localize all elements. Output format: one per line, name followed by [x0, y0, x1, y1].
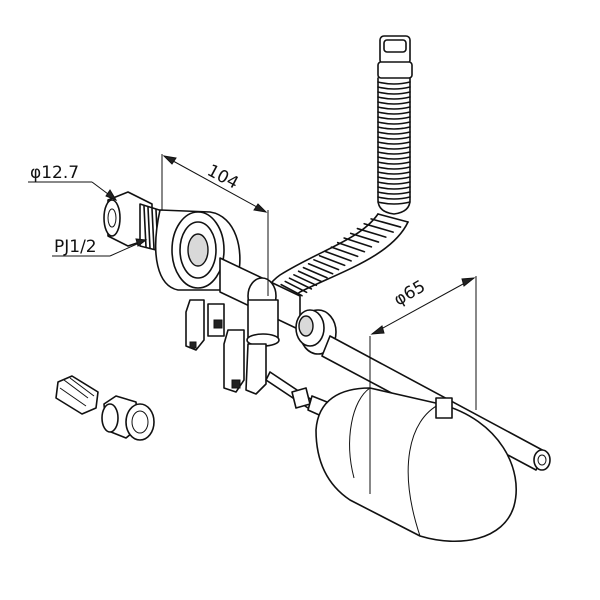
- hose-rib: [377, 131, 411, 135]
- hose-rib: [377, 161, 411, 165]
- vertical-flex-hose: [377, 35, 413, 215]
- hose-rib: [377, 171, 411, 175]
- hose-rib: [377, 186, 411, 190]
- bracket-clips: [185, 299, 267, 395]
- hose-rib: [336, 241, 366, 253]
- hose-rib: [307, 262, 334, 275]
- leader-diameter: [28, 181, 118, 202]
- hose-rib: [349, 232, 380, 243]
- hose-rib: [324, 250, 352, 262]
- hose-rib: [377, 121, 411, 125]
- hose-rib: [377, 176, 411, 180]
- hose-rib: [377, 96, 411, 100]
- filter-insert: [55, 375, 99, 415]
- hose-rib: [377, 81, 411, 85]
- hose-rib: [377, 146, 411, 150]
- hose-rib: [377, 196, 411, 200]
- hose-rib: [377, 86, 411, 90]
- main-pipe: [219, 257, 301, 347]
- hose-rib: [377, 156, 411, 160]
- hose-rib: [370, 218, 402, 228]
- dimension-104: [161, 154, 269, 296]
- hose-rib: [377, 201, 411, 205]
- dimension-65: [369, 276, 477, 494]
- label-thread-size: PJ1/2: [54, 237, 97, 257]
- hose-rib: [280, 283, 303, 297]
- hose-rib: [313, 259, 340, 271]
- hose-rib: [377, 91, 411, 95]
- hose-rib: [363, 222, 394, 233]
- hose-rib: [284, 280, 308, 294]
- hose-rib: [318, 254, 346, 267]
- hose-rib: [377, 126, 411, 130]
- hose-rib: [330, 246, 359, 258]
- hose-rib: [377, 141, 411, 145]
- hose-rib: [377, 166, 411, 170]
- hose-rib: [377, 151, 411, 155]
- spare-nut: [101, 395, 155, 441]
- float-ball: [315, 387, 517, 542]
- leader-thread: [52, 238, 148, 257]
- thread-line: [147, 206, 151, 249]
- label-inlet-diameter: φ12.7: [30, 163, 79, 183]
- hose-rib: [288, 277, 313, 290]
- hose-rib: [302, 266, 328, 279]
- hose-rib: [377, 213, 409, 223]
- hose-rib: [377, 116, 411, 120]
- thread-line: [151, 207, 155, 251]
- label-float-diameter: φ65: [391, 277, 429, 311]
- hose-rib: [377, 136, 411, 140]
- hose-rib: [356, 227, 387, 238]
- hose-rib: [377, 101, 411, 105]
- hose-rib: [377, 191, 411, 195]
- hose-rib: [377, 111, 411, 115]
- hose-rib: [293, 273, 318, 287]
- hose-rib: [377, 106, 411, 110]
- hose-rib: [343, 237, 373, 248]
- hose-rib: [377, 181, 411, 185]
- hose-rib: [297, 270, 323, 283]
